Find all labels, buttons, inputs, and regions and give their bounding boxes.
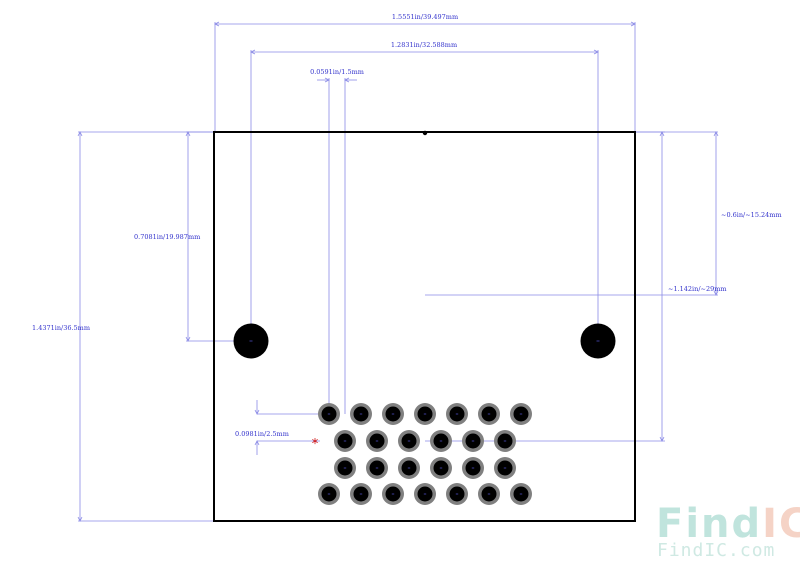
pin-pad xyxy=(494,457,516,479)
watermark-url: FindIC.com xyxy=(657,540,775,561)
dimension-lines xyxy=(78,22,718,522)
pin-pad xyxy=(318,403,340,425)
pin1-marker: * xyxy=(312,437,319,452)
pin-pad xyxy=(334,430,356,452)
watermark-ic: IC xyxy=(762,501,800,547)
dim-overall-height: 1.4371in/36.5mm xyxy=(32,324,90,332)
pin-pad xyxy=(398,457,420,479)
dim-right-offset-bottom: ~1.142in/~29mm xyxy=(668,285,727,293)
dim-hole-spacing: 1.2831in/32.588mm xyxy=(391,41,457,49)
pin-pad xyxy=(462,457,484,479)
pin-pad xyxy=(366,457,388,479)
pin-pad xyxy=(382,403,404,425)
pin-pad xyxy=(510,483,532,505)
pin-pad xyxy=(510,403,532,425)
pin-pad xyxy=(334,457,356,479)
board-outline xyxy=(213,131,636,522)
pin-pad xyxy=(446,403,468,425)
origin-dot xyxy=(422,130,428,136)
dim-pin-offset-x: 0.0591in/1.5mm xyxy=(310,68,364,76)
pin-pad xyxy=(382,483,404,505)
pin-pad xyxy=(366,430,388,452)
pin-pad xyxy=(430,430,452,452)
findic-watermark: FindIC FindIC.com xyxy=(656,501,800,561)
pin-pad xyxy=(350,403,372,425)
pin-pad xyxy=(430,457,452,479)
pin-pad xyxy=(462,430,484,452)
svg-text:FindIC: FindIC xyxy=(656,501,800,547)
dim-right-offset-top: ~0.6in/~15.24mm xyxy=(721,211,782,219)
dim-hole-offset-y: 0.7081in/19.987mm xyxy=(134,233,200,241)
dimension-arrows xyxy=(77,21,719,522)
pin-pad xyxy=(350,483,372,505)
pin-pad xyxy=(414,403,436,425)
pin-pad xyxy=(414,483,436,505)
dim-pin-row-offset: 0.0981in/2.5mm xyxy=(235,430,289,438)
pin-pad xyxy=(478,483,500,505)
pin-pad xyxy=(318,483,340,505)
pin-pads xyxy=(318,403,532,505)
dim-overall-width: 1.5551in/39.497mm xyxy=(392,13,458,21)
pin-pad xyxy=(398,430,420,452)
pin-pad xyxy=(494,430,516,452)
pin-pad xyxy=(446,483,468,505)
watermark-find: Find xyxy=(656,501,762,547)
pin-pad xyxy=(478,403,500,425)
